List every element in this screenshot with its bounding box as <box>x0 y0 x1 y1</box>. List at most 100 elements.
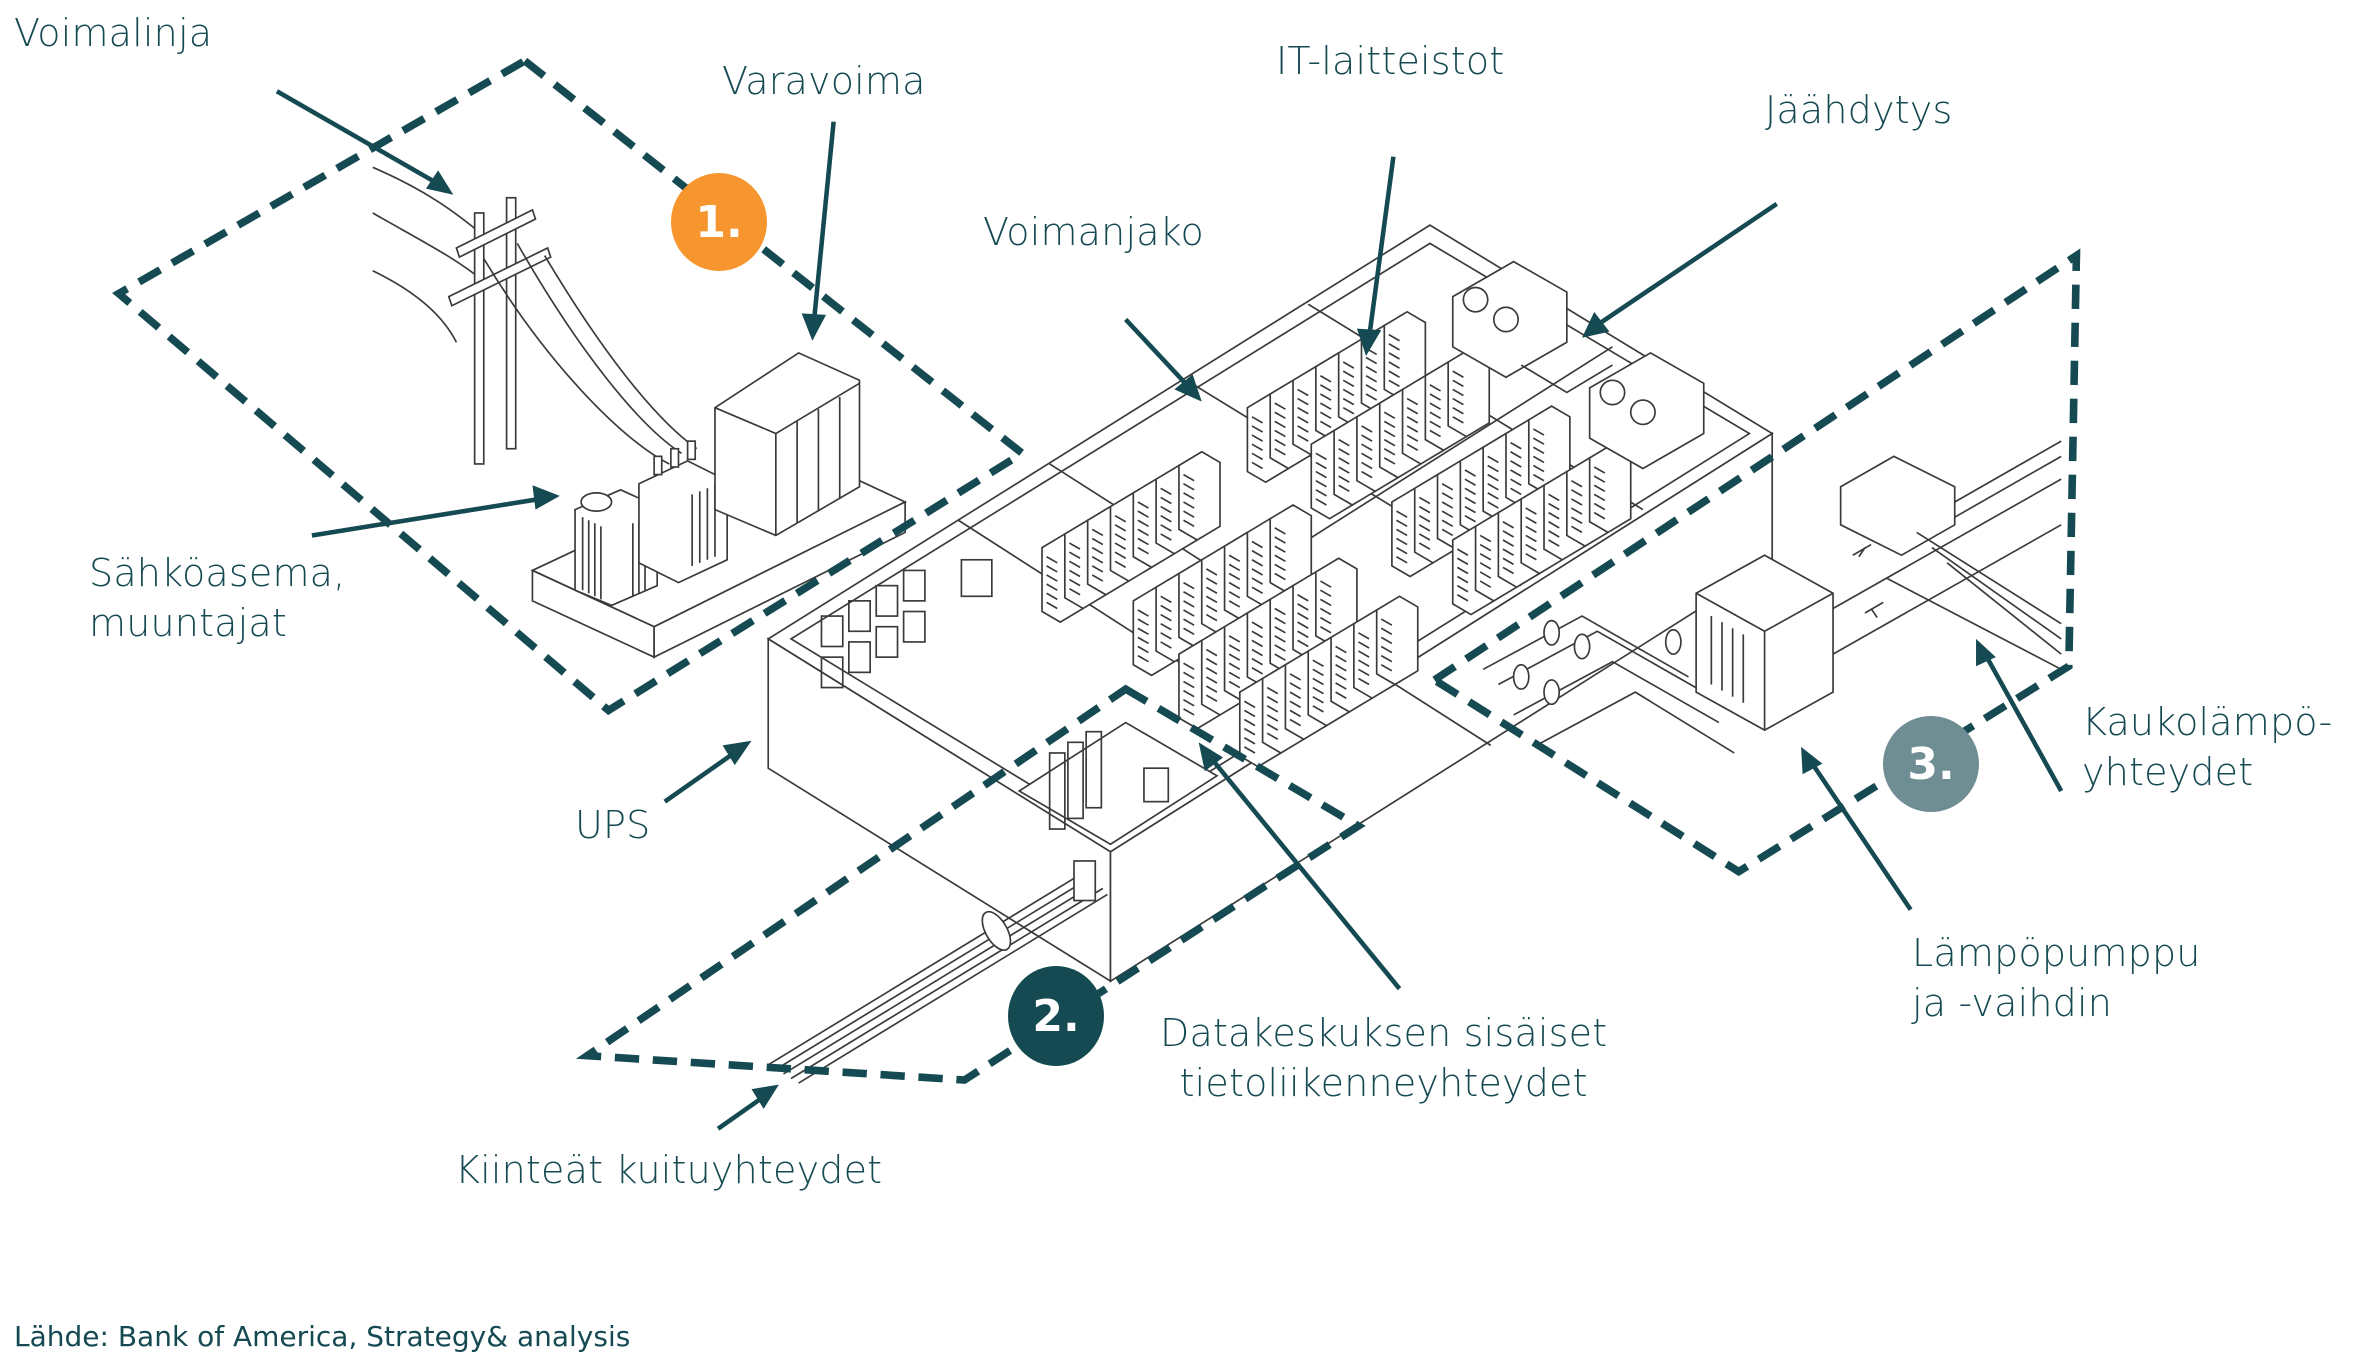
rack-vent <box>1342 370 1355 378</box>
rack-vent <box>1315 461 1327 470</box>
rack-vent <box>1312 695 1324 704</box>
rack-vent <box>1396 556 1408 564</box>
rack-vent <box>1251 586 1264 594</box>
rack-vent <box>1183 680 1195 689</box>
rack-vent <box>1183 519 1195 528</box>
rack-vent <box>1228 635 1241 643</box>
rack-vent <box>1319 384 1332 392</box>
rack-vent <box>1479 571 1492 579</box>
rack-vent <box>1266 686 1279 695</box>
rack-vent <box>1274 527 1286 535</box>
rack-vent <box>1380 636 1393 645</box>
rack-vent <box>1361 443 1373 451</box>
label-it-laitteistot: IT-laitteistot <box>1276 39 1505 83</box>
rack-vent <box>1388 333 1400 342</box>
rack-vent <box>1205 595 1218 604</box>
rack-vent <box>1464 478 1476 486</box>
zone-2-badge: 2. <box>1008 966 1104 1066</box>
rack-vent <box>1183 662 1195 671</box>
rack-vent <box>1160 632 1172 640</box>
rack-vent <box>1396 537 1408 546</box>
rack-vent <box>1452 370 1464 378</box>
rack-vent <box>1380 654 1393 663</box>
rack-vent <box>1160 514 1172 523</box>
rack-vent <box>1380 645 1393 654</box>
rack-vent <box>1266 732 1279 741</box>
rack-vent <box>1406 406 1419 415</box>
rack-vent <box>1289 709 1302 718</box>
rack-vent <box>1183 699 1195 707</box>
rack-vent <box>1243 700 1256 709</box>
rack-vent <box>1319 374 1332 383</box>
rack-vent <box>1441 510 1454 518</box>
rack-vent <box>1593 466 1606 474</box>
rack-vent <box>1429 429 1441 438</box>
rack-vent <box>1479 543 1492 552</box>
rack-vent <box>1510 487 1522 496</box>
rack-vent <box>1251 434 1264 442</box>
rack-vent <box>1205 667 1218 675</box>
rack-vent <box>1548 521 1560 529</box>
rack-vent <box>1429 384 1441 392</box>
rack-vent <box>1319 589 1332 598</box>
rack-vent <box>1570 516 1583 525</box>
rack-vent <box>1068 551 1081 559</box>
rack-vent <box>1274 607 1286 616</box>
rack-vent <box>1091 528 1104 537</box>
rack-vent <box>1251 452 1264 461</box>
rack-vent <box>1297 388 1309 397</box>
rack-vent <box>1593 511 1606 520</box>
rack-vent <box>1452 406 1464 415</box>
rack-vent <box>1361 470 1373 479</box>
rack-vent <box>1593 475 1606 483</box>
leader-lines <box>275 89 2064 1131</box>
rack-vent <box>1452 397 1464 406</box>
rack-vent <box>1251 443 1264 451</box>
rack-vent <box>1274 429 1286 438</box>
rack-vent <box>1274 536 1286 544</box>
rack-vent <box>1361 452 1373 461</box>
rack-vent <box>1510 469 1522 477</box>
rack-vent <box>1137 510 1149 518</box>
rack-vent <box>1335 682 1347 690</box>
rack-vent <box>1441 528 1454 537</box>
rack-vent <box>1251 667 1264 675</box>
rack-vent <box>1548 530 1560 538</box>
rack-vent <box>1383 429 1396 438</box>
rack-vent <box>1297 630 1309 639</box>
rack-vent <box>1342 388 1355 397</box>
rack-vent <box>1068 569 1081 578</box>
rack-vent <box>1479 534 1492 543</box>
rack-vent <box>1429 393 1441 401</box>
rack-vent <box>1456 575 1469 584</box>
rack-vent <box>1406 397 1419 406</box>
rack-vent <box>1365 365 1378 374</box>
rack-vent <box>1358 632 1370 640</box>
rack-vent <box>1315 470 1327 479</box>
rack-vent <box>1361 461 1373 470</box>
rack-vent <box>1274 644 1286 652</box>
source-note: Lähde: Bank of America, Strategy& analys… <box>14 1320 631 1353</box>
rack-vent <box>1228 563 1241 572</box>
rack-vent <box>1479 562 1492 570</box>
rack-vent <box>1525 507 1537 515</box>
rack-vent <box>1297 416 1309 424</box>
rack-vent <box>1274 572 1286 581</box>
rack-vent <box>1456 566 1469 575</box>
rack-vent <box>1312 659 1324 667</box>
rack-vent <box>1441 483 1454 491</box>
rack-vent <box>1114 533 1127 541</box>
rack-vent <box>1046 574 1058 582</box>
server-rack <box>1178 450 1221 541</box>
rack-vent <box>1338 438 1350 447</box>
rack-vent <box>1441 519 1454 528</box>
rack-vent <box>1388 343 1400 351</box>
rack-vent <box>1429 402 1441 410</box>
rack-vent <box>1396 519 1408 528</box>
rack-vent <box>1312 705 1324 713</box>
rack-vent <box>1456 557 1469 566</box>
rack-vent <box>1289 718 1302 727</box>
rack-vent <box>1315 498 1327 506</box>
rack-vent <box>1338 448 1350 456</box>
rack-vent <box>1464 505 1476 514</box>
